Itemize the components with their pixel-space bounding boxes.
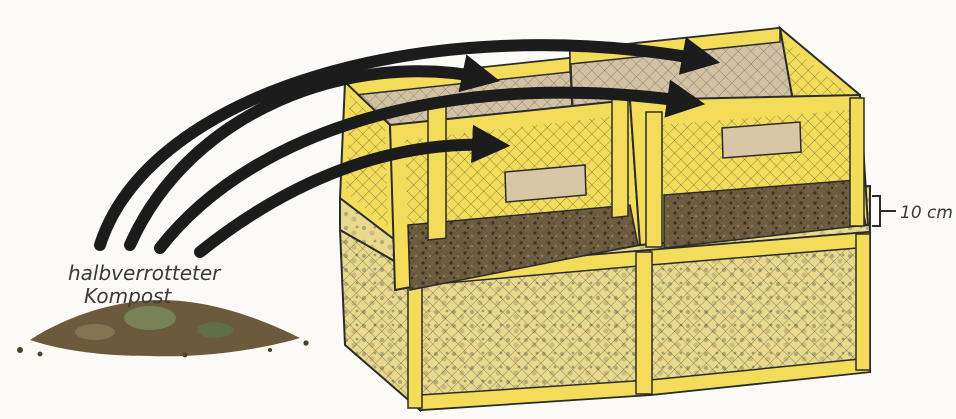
compost-label-line1: halbverrotteter xyxy=(68,261,222,285)
upper-crate-front-right xyxy=(630,95,868,248)
depth-dimension: 10 cm xyxy=(872,196,953,226)
depth-label: 10 cm xyxy=(900,203,953,223)
crate-handle-left xyxy=(505,165,586,202)
compost-label-line2: Kompost xyxy=(84,284,172,308)
compost-label: halbverrotteter Kompost xyxy=(68,261,222,308)
crate-handle-right xyxy=(722,122,801,158)
depth-bracket-icon xyxy=(872,196,896,226)
compost-pile-icon xyxy=(17,300,309,357)
